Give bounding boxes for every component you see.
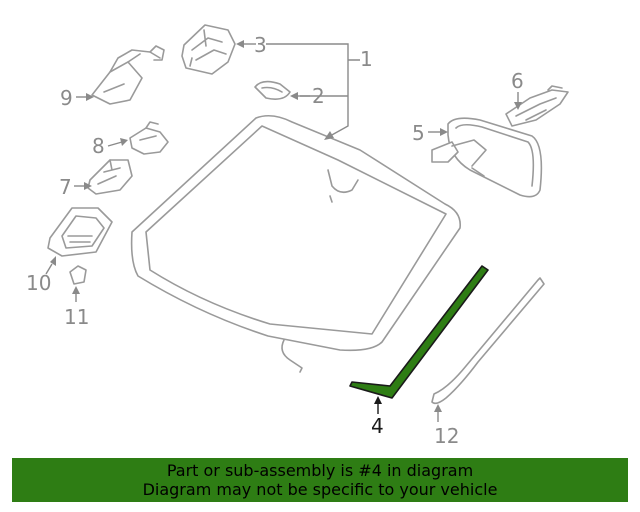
leader-8 — [107, 141, 123, 147]
callout-2: 2 — [312, 84, 325, 108]
banner-line-2: Diagram may not be specific to your vehi… — [142, 480, 498, 499]
banner-line-1: Part or sub-assembly is #4 in diagram — [166, 461, 474, 480]
part-4-molding-highlighted[interactable] — [349, 265, 489, 399]
arrow-2 — [290, 92, 298, 100]
part-8-clip[interactable] — [129, 121, 169, 155]
callout-11: 11 — [64, 305, 89, 329]
callout-10: 10 — [26, 271, 51, 295]
leader-10 — [45, 263, 53, 275]
parts-diagram: 1 2 3 4 5 6 7 8 9 10 11 12 — [26, 24, 569, 448]
callout-6: 6 — [511, 69, 524, 93]
callout-1: 1 — [360, 47, 373, 71]
arrow-9 — [86, 93, 94, 101]
arrow-6 — [514, 102, 522, 110]
callout-5: 5 — [412, 121, 425, 145]
part-12-molding[interactable] — [431, 277, 545, 405]
arrow-4 — [374, 396, 382, 404]
arrow-11 — [72, 286, 80, 294]
arrow-5 — [440, 128, 448, 136]
arrow-12 — [434, 404, 442, 412]
callout-8: 8 — [92, 134, 105, 158]
part-2-cover[interactable] — [254, 80, 291, 100]
arrow-8 — [120, 138, 128, 146]
callout-4[interactable]: 4 — [371, 414, 384, 438]
callout-9: 9 — [60, 86, 73, 110]
part-3-bracket[interactable] — [181, 24, 236, 75]
part-7-bracket[interactable] — [87, 159, 133, 195]
arrow-3 — [236, 40, 244, 48]
part-10-housing[interactable] — [47, 207, 113, 257]
info-banner: Part or sub-assembly is #4 in diagram Di… — [12, 458, 628, 502]
arrow-1 — [324, 131, 334, 140]
part-5-mirror[interactable] — [431, 117, 543, 198]
part-9-sensor[interactable] — [91, 45, 165, 105]
part-6-bracket[interactable] — [505, 85, 569, 127]
part-1-windshield[interactable] — [130, 114, 462, 373]
callout-7: 7 — [59, 175, 72, 199]
part-11-clip[interactable] — [69, 265, 87, 285]
arrow-7 — [84, 182, 92, 190]
callout-12: 12 — [434, 424, 459, 448]
arrow-10 — [50, 256, 56, 266]
callout-3: 3 — [254, 33, 267, 57]
